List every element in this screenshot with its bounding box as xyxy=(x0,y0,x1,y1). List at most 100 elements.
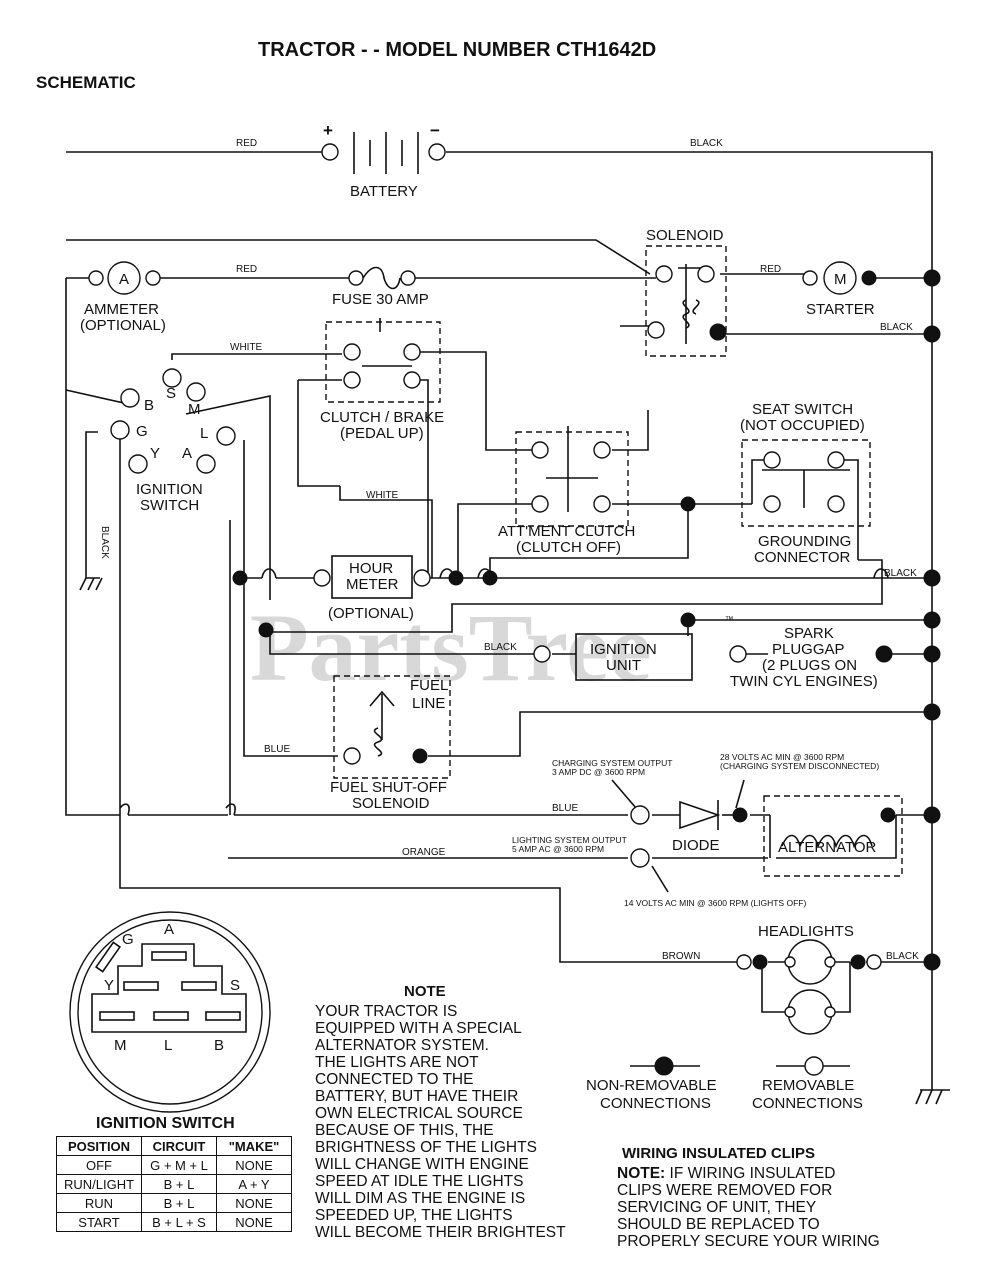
table-row: RUN/LIGHT B + L A + Y xyxy=(56,1174,292,1194)
spark-plug-label-4: TWIN CYL ENGINES) xyxy=(730,673,878,690)
volts-28-label: 28 VOLTS AC MIN @ 3600 RPM xyxy=(720,752,844,762)
battery-plus-sign: + xyxy=(323,121,333,140)
svg-text:B: B xyxy=(214,1037,224,1054)
svg-text:M: M xyxy=(114,1037,127,1054)
removable-symbol xyxy=(804,1056,824,1076)
svg-text:BLUE: BLUE xyxy=(552,803,578,814)
volts-14-label: 14 VOLTS AC MIN @ 3600 RPM (LIGHTS OFF) xyxy=(624,898,806,908)
ignition-unit-label: IGNITION xyxy=(590,641,657,658)
table-cell: OFF xyxy=(56,1155,142,1175)
seat-switch-label: SEAT SWITCH xyxy=(752,401,853,418)
seat-switch-sub-label: (NOT OCCUPIED) xyxy=(740,417,865,434)
ignition-unit-label-2: UNIT xyxy=(606,657,641,674)
svg-text:BROWN: BROWN xyxy=(662,951,700,962)
terminal-m: M xyxy=(188,401,201,418)
fuel-solenoid-label-2: SOLENOID xyxy=(352,795,430,812)
fuel-line-label: FUEL xyxy=(410,677,448,694)
solenoid-label: SOLENOID xyxy=(646,227,724,244)
svg-text:RED: RED xyxy=(236,138,257,149)
svg-text:BLACK: BLACK xyxy=(880,322,913,333)
spark-plug-label-2: PLUGGAP xyxy=(772,641,845,658)
charging-output-label-2: 3 AMP DC @ 3600 RPM xyxy=(552,767,645,777)
removable-label: REMOVABLE xyxy=(762,1077,854,1094)
non-removable-label: NON-REMOVABLE xyxy=(586,1077,717,1094)
clutch-brake-sub-label: (PEDAL UP) xyxy=(340,425,424,442)
svg-text:RED: RED xyxy=(236,264,257,275)
table-header-row: POSITION CIRCUIT "MAKE" xyxy=(56,1136,292,1156)
starter-label: STARTER xyxy=(806,301,875,318)
terminal-l: L xyxy=(200,425,208,442)
table-cell: B + L xyxy=(141,1193,217,1213)
removable-label-2: CONNECTIONS xyxy=(752,1095,863,1112)
table-header: "MAKE" xyxy=(216,1136,292,1156)
terminal-b: B xyxy=(144,397,154,414)
svg-text:G: G xyxy=(122,931,134,948)
terminal-y: Y xyxy=(150,445,160,462)
svg-text:BLACK: BLACK xyxy=(886,951,919,962)
lighting-output-label-2: 5 AMP AC @ 3600 RPM xyxy=(512,844,604,854)
table-cell: A + Y xyxy=(216,1174,292,1194)
wires xyxy=(65,132,950,1105)
spark-plug-label: SPARK xyxy=(784,625,834,642)
svg-text:BLUE: BLUE xyxy=(264,744,290,755)
battery-positive-terminal xyxy=(321,143,339,161)
battery-label: BATTERY xyxy=(350,183,418,200)
terminal-a: A xyxy=(182,445,192,462)
svg-text:BLACK: BLACK xyxy=(884,568,917,579)
page-subtitle: SCHEMATIC xyxy=(36,73,136,92)
svg-text:WHITE: WHITE xyxy=(366,490,399,501)
fuel-solenoid-label: FUEL SHUT-OFF xyxy=(330,779,447,796)
svg-text:S: S xyxy=(230,977,240,994)
battery-negative-terminal xyxy=(428,143,446,161)
terminal-s: S xyxy=(166,385,176,402)
table-row: START B + L + S NONE xyxy=(56,1212,292,1232)
ignition-switch-table-title: IGNITION SWITCH xyxy=(96,1115,235,1132)
clips-note-label: NOTE: xyxy=(617,1165,666,1182)
grounding-connector-label-2: CONNECTOR xyxy=(754,549,851,566)
note-text: YOUR TRACTOR IS EQUIPPED WITH A SPECIAL … xyxy=(315,1003,566,1241)
starter-motor-symbol xyxy=(823,261,857,295)
table-cell: RUN xyxy=(56,1193,142,1213)
clips-title: WIRING INSULATED CLIPS xyxy=(622,1145,815,1162)
watermark-tm: ™ xyxy=(725,614,734,624)
table-cell: G + M + L xyxy=(141,1155,217,1175)
watermark: PartsTree xyxy=(250,594,652,701)
svg-text:ORANGE: ORANGE xyxy=(402,847,446,858)
table-row: OFF G + M + L NONE xyxy=(56,1155,292,1175)
ignition-switch-label-2: SWITCH xyxy=(140,497,199,514)
switch-contacts xyxy=(362,264,873,849)
svg-text:Y: Y xyxy=(104,977,114,994)
clutch-brake-label: CLUTCH / BRAKE xyxy=(320,409,444,426)
clips-text: IF WIRING INSULATED CLIPS WERE REMOVED F… xyxy=(617,1165,880,1250)
svg-text:WHITE: WHITE xyxy=(230,342,263,353)
terminal-g: G xyxy=(136,423,148,440)
starter-m: M xyxy=(834,271,847,288)
fuel-line-label-2: LINE xyxy=(412,695,445,712)
ignition-switch-pin-diagram: G A Y S M L B xyxy=(69,911,271,1113)
table-row: RUN B + L NONE xyxy=(56,1193,292,1213)
table-cell: START xyxy=(56,1212,142,1232)
svg-text:BLACK: BLACK xyxy=(690,138,723,149)
table-header: CIRCUIT xyxy=(141,1136,217,1156)
svg-text:L: L xyxy=(164,1037,172,1054)
headlights-label: HEADLIGHTS xyxy=(758,923,854,940)
clips-text-block: NOTE: IF WIRING INSULATED CLIPS WERE REM… xyxy=(617,1165,880,1250)
ammeter-symbol xyxy=(107,261,141,295)
ammeter-a: A xyxy=(119,271,129,288)
svg-text:BLACK: BLACK xyxy=(484,642,517,653)
volts-28-label-2: (CHARGING SYSTEM DISCONNECTED) xyxy=(720,761,879,771)
attment-clutch-label: ATT'MENT CLUTCH xyxy=(498,523,635,540)
table-cell: B + L xyxy=(141,1174,217,1194)
fuse-label: FUSE 30 AMP xyxy=(332,291,429,308)
hour-meter-optional-label: (OPTIONAL) xyxy=(328,605,414,622)
hour-meter-label-2: METER xyxy=(346,576,399,593)
battery-minus-sign: − xyxy=(430,121,440,140)
charging-output-label: CHARGING SYSTEM OUTPUT xyxy=(552,758,672,768)
component-boxes xyxy=(325,245,903,877)
ammeter-label: AMMETER xyxy=(84,301,159,318)
non-removable-label-2: CONNECTIONS xyxy=(600,1095,711,1112)
grounding-connector-label: GROUNDING xyxy=(758,533,851,550)
table-cell: RUN/LIGHT xyxy=(56,1174,142,1194)
ammeter-optional-label: (OPTIONAL) xyxy=(80,317,166,334)
